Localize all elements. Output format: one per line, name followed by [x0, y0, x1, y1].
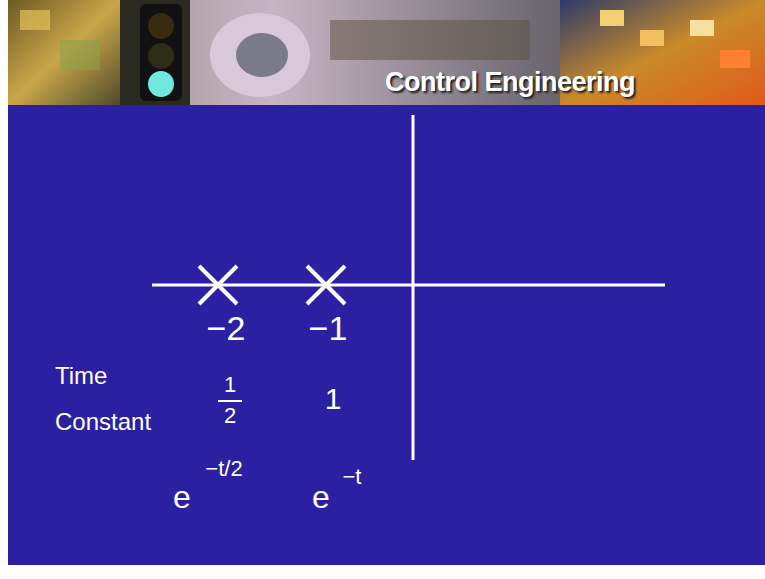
exponent: −t/2: [205, 457, 242, 481]
pole-marks: [199, 266, 345, 304]
banner-title: Control Engineering: [385, 68, 635, 98]
slide-background: [8, 105, 765, 565]
exponent: −t: [343, 465, 362, 489]
axis-value: −2: [207, 310, 246, 347]
exponential-base: e: [173, 480, 191, 515]
fraction-bar: [218, 400, 242, 402]
time-constant: 2: [224, 404, 236, 428]
axes: [152, 115, 665, 460]
time-constant: 1: [325, 382, 342, 415]
time-constant: 1: [224, 373, 236, 397]
exponential-base: e: [312, 480, 330, 515]
row-label: Time Constant: [55, 353, 185, 444]
axis-value: −1: [309, 310, 348, 347]
banner-collage: [8, 0, 765, 105]
